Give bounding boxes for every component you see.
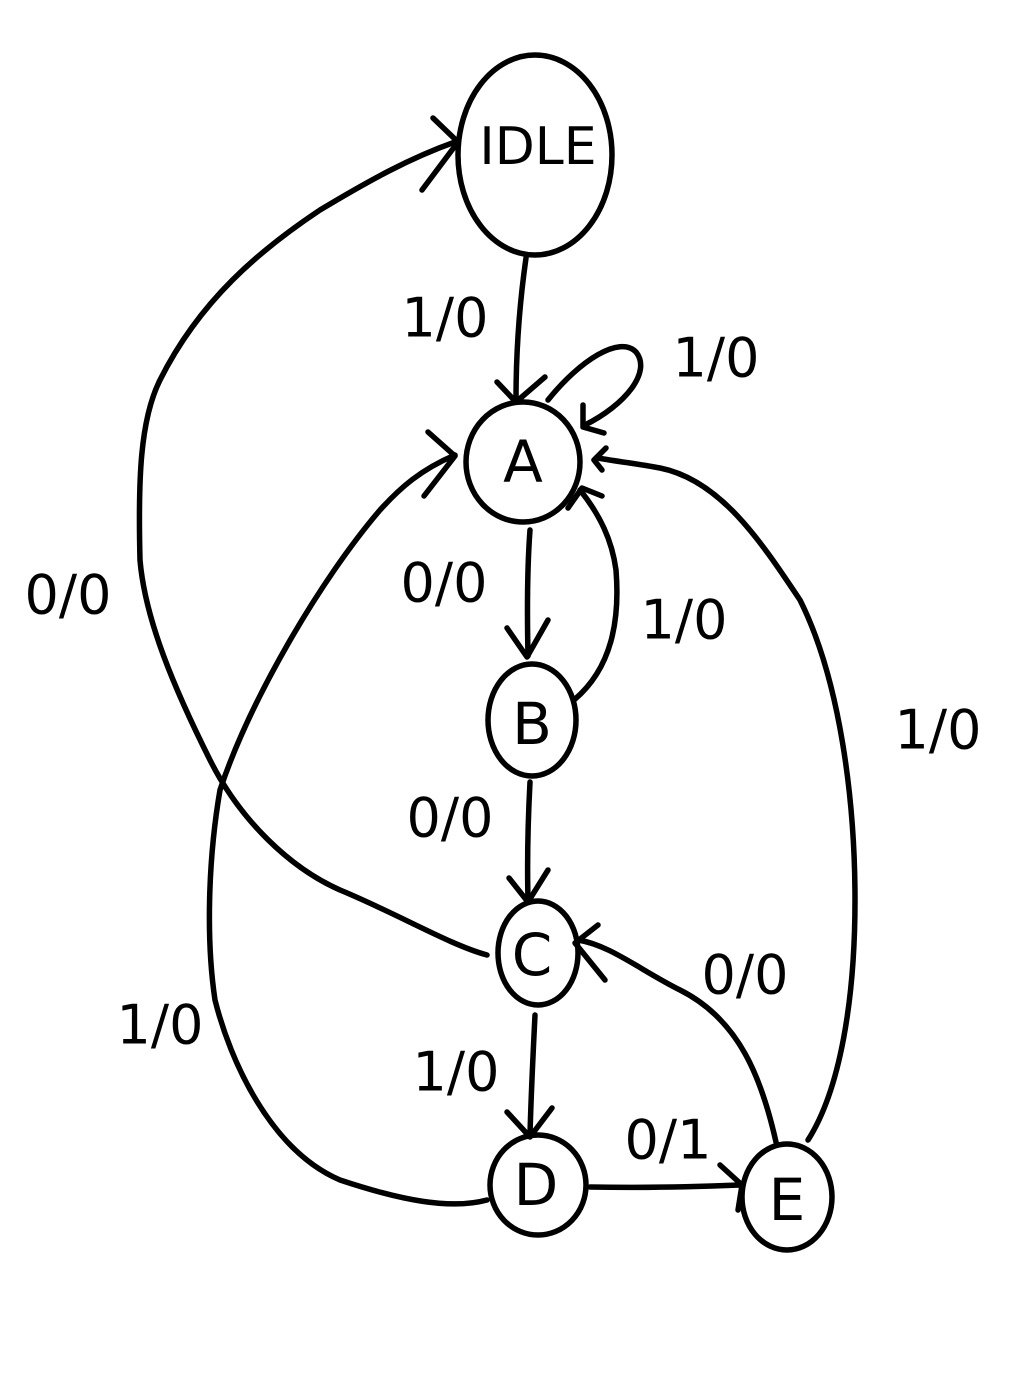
edge-b-to-c-label: 0/0 <box>407 787 494 850</box>
node-e-label: E <box>769 1166 806 1234</box>
arrowhead-icon <box>565 485 605 511</box>
node-d: D <box>487 1132 589 1238</box>
arrowhead-icon <box>580 402 607 436</box>
node-idle-label: IDLE <box>479 117 596 177</box>
arrowhead-icon <box>419 115 461 193</box>
edge-e-to-c-label: 0/0 <box>702 944 789 1007</box>
edge-d-to-a-label: 1/0 <box>117 994 204 1057</box>
node-c-label: C <box>512 921 553 989</box>
node-c: C <box>495 898 581 1008</box>
node-idle: IDLE <box>455 52 615 258</box>
arrowhead-icon <box>504 1105 555 1140</box>
arrowhead-icon <box>494 374 548 405</box>
node-d-label: D <box>514 1151 559 1219</box>
arrowhead-icon <box>421 429 458 499</box>
arrowhead-icon <box>506 867 551 905</box>
edge-idle-to-a-label: 1/0 <box>402 287 489 350</box>
edge-c-to-d-label: 1/0 <box>413 1041 500 1104</box>
edge-idle-to-a <box>494 255 548 405</box>
edge-d-to-a <box>206 429 490 1207</box>
arrowhead-icon <box>717 1162 745 1213</box>
edge-b-to-a <box>565 485 620 703</box>
edge-e-to-c <box>572 922 779 1145</box>
edge-e-to-a <box>591 445 858 1143</box>
edge-c-to-d <box>504 1012 555 1140</box>
arrowhead-icon <box>591 445 609 473</box>
node-e: E <box>739 1141 835 1253</box>
edge-a-to-b <box>504 527 551 660</box>
edge-a-self-loop <box>545 343 644 436</box>
arrowhead-icon <box>504 617 551 660</box>
edge-e-to-a-label: 1/0 <box>895 699 982 762</box>
node-b: B <box>485 661 579 779</box>
node-b-label: B <box>512 690 552 758</box>
edge-a-to-b-label: 0/0 <box>401 552 488 615</box>
edge-a-self-label: 1/0 <box>673 327 760 390</box>
node-a-label: A <box>503 428 543 496</box>
edge-d-to-e <box>587 1162 745 1213</box>
edge-d-to-e-label: 0/1 <box>625 1109 712 1172</box>
edge-b-to-a-label: 1/0 <box>641 589 728 652</box>
edge-c-to-idle-label: 0/0 <box>25 564 112 627</box>
arrowhead-icon <box>572 922 608 983</box>
node-a: A <box>463 399 583 525</box>
edge-b-to-c <box>506 779 551 905</box>
edge-c-to-idle <box>136 115 490 958</box>
